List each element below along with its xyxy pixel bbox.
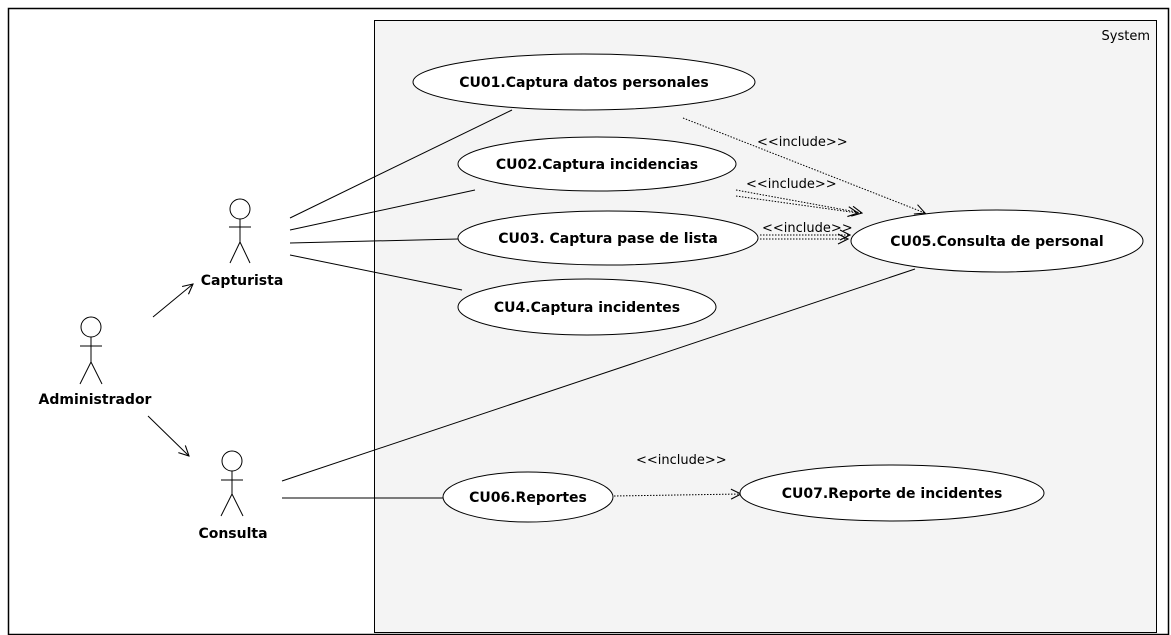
generalization-admin-consulta [147,415,189,456]
include-labels: <<include>> <<include>> <<include>> <<in… [636,135,853,468]
include-line-cu02-cu05-b [735,195,858,213]
actor-figure-icon [79,316,103,385]
use-case-label: CU06.Reportes [469,490,587,506]
use-case-ellipse [457,278,717,336]
include-dependencies [613,117,925,496]
include-line-cu02-cu05-a [735,189,862,213]
use-case-label: CU03. Captura pase de lista [498,231,718,247]
use-case-cu02[interactable]: CU02.Captura incidencias [457,136,737,192]
include-label-cu01-cu05: <<include>> [757,135,848,150]
use-case-cu01[interactable]: CU01.Captura datos personales [412,53,756,111]
generalizations [147,284,193,456]
association-capturista-cu02 [289,189,476,231]
include-label-cu02-cu05: <<include>> [746,177,837,192]
include-label-cu03-cu05: <<include>> [762,221,853,236]
use-case-ellipse [739,464,1045,522]
generalization-admin-capturista [152,284,193,318]
use-case-ellipse [412,53,756,111]
use-case-label: CU07.Reporte de incidentes [782,486,1003,502]
association-capturista-cu01 [289,109,513,219]
use-case-cu03[interactable]: CU03. Captura pase de lista [457,210,759,266]
actor-label: Capturista [201,273,284,289]
system-box [374,20,1157,633]
use-case-ellipse [457,136,737,192]
association-capturista-cu04 [289,254,463,291]
association-capturista-cu03 [289,238,459,244]
associations [281,109,916,499]
actor-consulta[interactable]: Consulta [198,450,268,542]
use-case-ellipse [442,471,614,523]
include-line-cu01-cu05 [682,117,925,213]
use-case-cu07[interactable]: CU07.Reporte de incidentes [739,464,1045,522]
use-case-cu05[interactable]: CU05.Consulta de personal [850,209,1144,273]
use-case-label: CU01.Captura datos personales [459,75,708,91]
use-case-cu06[interactable]: CU06.Reportes [442,471,614,523]
actor-figure-icon [220,450,244,517]
include-line-cu06-cu07 [613,494,741,496]
use-case-ellipse [457,210,759,266]
association-consulta-cu05 [281,268,916,482]
use-case-label: CU02.Captura incidencias [496,157,698,173]
use-cases: CU01.Captura datos personales CU02.Captu… [412,53,1144,523]
actor-administrador[interactable]: Administrador [39,316,152,408]
actor-label: Consulta [198,526,267,542]
actor-figure-icon [229,198,251,264]
system-boundary: System [374,20,1157,633]
actor-label: Administrador [39,392,152,408]
use-case-label: CU4.Captura incidentes [494,300,680,316]
include-label-cu06-cu07: <<include>> [636,453,727,468]
use-case-ellipse [850,209,1144,273]
system-label: System [1102,29,1150,44]
actor-capturista[interactable]: Capturista [201,198,284,289]
use-case-cu04[interactable]: CU4.Captura incidentes [457,278,717,336]
use-case-label: CU05.Consulta de personal [890,234,1103,250]
